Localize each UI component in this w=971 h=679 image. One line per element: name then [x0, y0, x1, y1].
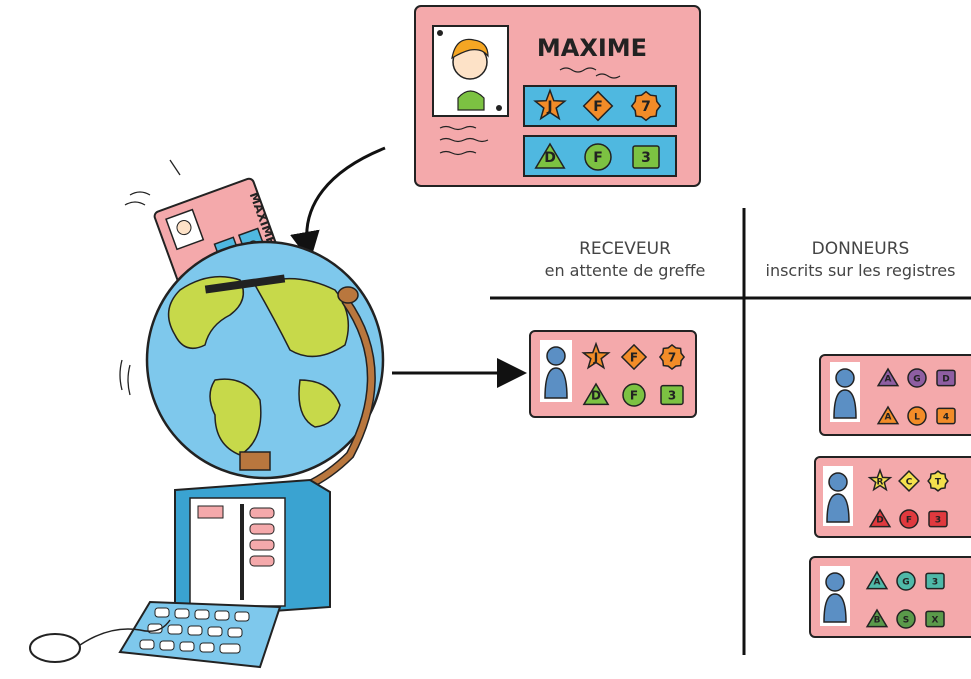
- square-marker: [660, 384, 684, 406]
- diamond-marker: [620, 343, 648, 371]
- marker-label: D: [942, 375, 949, 385]
- marker-label: D: [544, 150, 556, 166]
- marker-label: J: [546, 99, 552, 115]
- marker-label: 4: [943, 413, 949, 423]
- marker-label: 3: [935, 516, 941, 526]
- triangle-marker: [865, 570, 889, 590]
- marker-label: C: [906, 478, 913, 488]
- circle-marker: [584, 143, 612, 171]
- star-marker: [581, 341, 611, 370]
- marker-label: D: [591, 388, 601, 402]
- receiver-title: RECEVEUR: [579, 239, 671, 259]
- circle-marker: [896, 571, 916, 591]
- receiver-card: J F 7 D F 3: [529, 330, 697, 418]
- marker-label: F: [906, 516, 912, 526]
- triangle-marker: [865, 608, 889, 628]
- card-name: MAXIME: [537, 34, 647, 62]
- badge-marker: [927, 470, 949, 492]
- marker-label: A: [885, 375, 892, 385]
- donors-subtitle: inscrits sur les registres: [765, 261, 956, 280]
- triangle-marker: [868, 508, 892, 528]
- marker-label: A: [885, 413, 892, 423]
- diamond-marker: [898, 470, 920, 492]
- computer-icon: [174, 478, 331, 625]
- marker-label: G: [902, 578, 909, 588]
- star-marker: [867, 467, 893, 492]
- marker-label: S: [903, 616, 909, 626]
- triangle-marker: [876, 405, 900, 425]
- badge-marker: [658, 343, 686, 371]
- triangle-marker: [534, 142, 566, 169]
- square-marker: [925, 572, 945, 590]
- diamond-marker: [582, 90, 614, 122]
- mouse-icon: [29, 619, 171, 663]
- marker-label: 3: [668, 388, 676, 402]
- donors-heading: DONNEURS inscrits sur les registres: [750, 238, 971, 282]
- square-marker: [928, 510, 948, 528]
- marker-label: 3: [932, 578, 938, 588]
- square-marker: [936, 407, 956, 425]
- receiver-heading: RECEVEUR en attente de greffe: [520, 238, 730, 282]
- marker-label: F: [630, 388, 638, 402]
- donor-card-3: A G 3B S X: [809, 556, 971, 638]
- marker-label: 3: [641, 150, 651, 166]
- portrait-icon: [437, 30, 502, 111]
- marker-label: L: [914, 413, 920, 423]
- marker-label: D: [876, 516, 883, 526]
- marker-label: 7: [641, 99, 651, 115]
- keyboard-icon: [118, 600, 282, 669]
- circle-marker: [907, 406, 927, 426]
- marker-label: X: [932, 616, 939, 626]
- circle-marker: [899, 509, 919, 529]
- square-marker: [632, 145, 660, 169]
- marker-label: F: [630, 350, 638, 364]
- circle-marker: [622, 383, 646, 407]
- donor-card-1: A G D A L 4: [819, 354, 971, 436]
- donors-title: DONNEURS: [811, 239, 910, 259]
- person-icon: [544, 346, 568, 399]
- circle-marker: [907, 368, 927, 388]
- marker-label: B: [874, 616, 881, 626]
- person-icon: [826, 472, 850, 523]
- badge-marker: [630, 90, 662, 122]
- receiver-subtitle: en attente de greffe: [544, 261, 706, 280]
- marker-label: A: [874, 578, 881, 588]
- marker-label: G: [913, 375, 920, 385]
- marker-label: T: [935, 478, 942, 488]
- id-card-maxime: MAXIME J F 7 D F 3: [414, 5, 701, 187]
- marker-label: 7: [668, 350, 676, 364]
- person-icon: [823, 572, 847, 623]
- globe-icon: MAXIME: [119, 159, 385, 502]
- square-marker: [925, 610, 945, 628]
- circle-marker: [896, 609, 916, 629]
- person-icon: [833, 368, 857, 419]
- marker-label: F: [593, 150, 603, 166]
- marker-label: F: [593, 99, 603, 115]
- marker-label: J: [593, 350, 598, 364]
- square-marker: [936, 369, 956, 387]
- donor-card-2: R C T D F 3: [814, 456, 971, 538]
- curved-arrow: [290, 146, 386, 262]
- marker-label: R: [877, 478, 884, 488]
- triangle-marker: [876, 367, 900, 387]
- star-marker: [533, 88, 567, 121]
- triangle-marker: [582, 382, 610, 406]
